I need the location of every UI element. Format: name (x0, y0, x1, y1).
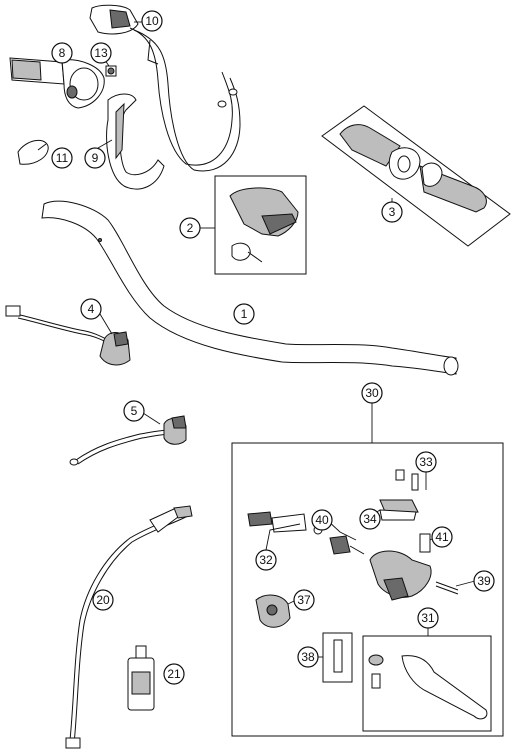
callout-37: 37 (293, 589, 315, 611)
callout-30-label: 30 (365, 386, 379, 400)
callout-39: 39 (473, 570, 495, 592)
callout-41-label: 41 (435, 530, 449, 544)
callout-37-label: 37 (297, 593, 311, 607)
brake-fluid-bottle-part (127, 645, 155, 711)
callout-1-label: 1 (241, 307, 248, 321)
callout-4: 4 (80, 298, 102, 320)
callout-5: 5 (123, 400, 145, 422)
callout-34-label: 34 (363, 512, 377, 526)
callout-39-label: 39 (477, 574, 491, 588)
callout-20: 20 (92, 589, 114, 611)
callout-1: 1 (233, 303, 255, 325)
handlebar-part (41, 200, 459, 376)
small-nut-part (105, 65, 117, 77)
callout-2-label: 2 (187, 221, 194, 235)
callout-11: 11 (51, 147, 73, 169)
bar-pad-frame (214, 175, 307, 275)
kill-switch-part (5, 305, 131, 366)
callout-32: 32 (255, 549, 277, 571)
callout-31: 31 (417, 607, 439, 629)
callout-8: 8 (51, 42, 73, 64)
callout-40-label: 40 (315, 513, 329, 527)
callout-5-label: 5 (131, 404, 138, 418)
callout-40: 40 (311, 509, 333, 531)
hand-guard-part (106, 93, 165, 190)
cable-tie-part (17, 139, 49, 165)
callout-4-label: 4 (88, 302, 95, 316)
callout-9: 9 (84, 147, 106, 169)
callout-32-label: 32 (259, 553, 273, 567)
callout-38: 38 (297, 646, 319, 668)
callout-33: 33 (415, 451, 437, 473)
callout-13-label: 13 (94, 46, 108, 60)
callout-20-label: 20 (96, 593, 110, 607)
callout-10-label: 10 (145, 14, 159, 28)
callout-30: 30 (361, 382, 383, 404)
callout-8-label: 8 (59, 46, 66, 60)
callout-31-label: 31 (421, 611, 435, 625)
callout-2: 2 (179, 217, 201, 239)
grip-set-frame (321, 105, 511, 247)
callout-11-label: 11 (56, 151, 69, 165)
callout-10: 10 (141, 10, 163, 32)
callout-9-label: 9 (92, 151, 99, 165)
callout-38-label: 38 (301, 650, 315, 664)
callout-13: 13 (90, 42, 112, 64)
callout-3: 3 (381, 201, 403, 223)
master-cylinder-frame (231, 442, 504, 737)
throttle-cable-part (89, 4, 241, 172)
callout-21-label: 21 (167, 667, 181, 681)
brake-line-part (65, 505, 193, 749)
callout-34: 34 (359, 508, 381, 530)
switch-part (69, 415, 187, 466)
throttle-grip-part (9, 57, 105, 109)
callout-21: 21 (163, 663, 185, 685)
callout-41: 41 (431, 526, 453, 548)
callout-33-label: 33 (419, 455, 433, 469)
callout-3-label: 3 (389, 205, 396, 219)
